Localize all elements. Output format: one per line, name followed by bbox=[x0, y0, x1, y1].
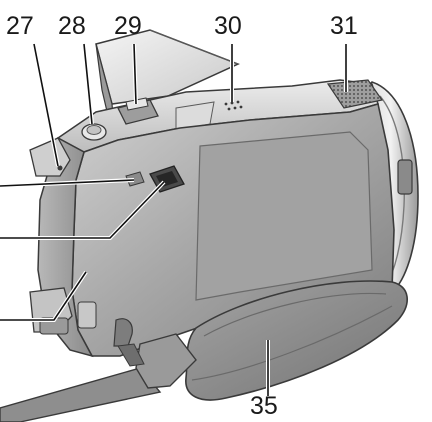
photo-shot-button bbox=[81, 123, 107, 141]
camera-body bbox=[29, 102, 395, 358]
callout-30: 30 bbox=[214, 12, 242, 40]
callout-28: 28 bbox=[58, 12, 86, 40]
mode-switch bbox=[125, 171, 145, 187]
microphone bbox=[326, 79, 384, 109]
callout-29: 29 bbox=[114, 12, 142, 40]
leader-left-upper bbox=[0, 179, 135, 187]
callout-labels: 27 28 29 30 31 35 bbox=[6, 12, 358, 420]
leader-left-middle bbox=[0, 181, 165, 239]
side-panel bbox=[195, 131, 373, 301]
callout-31: 31 bbox=[330, 12, 358, 40]
zoom-lever bbox=[117, 97, 159, 125]
strap-buckle bbox=[135, 333, 197, 389]
callout-35: 35 bbox=[250, 392, 278, 420]
lens-side-switch bbox=[397, 159, 413, 195]
status-indicator bbox=[57, 165, 63, 171]
strap-loop-left bbox=[77, 301, 97, 329]
strap-hook bbox=[113, 318, 133, 347]
lcd-monitor bbox=[95, 29, 240, 151]
leader-27 bbox=[33, 43, 59, 167]
shoulder-strap bbox=[0, 333, 197, 422]
leader-28 bbox=[83, 43, 93, 125]
leader-lines bbox=[0, 43, 348, 396]
callout-27: 27 bbox=[6, 12, 34, 40]
leader-left-lower bbox=[0, 271, 87, 321]
leader-29 bbox=[133, 43, 137, 105]
grip-belt bbox=[185, 280, 408, 401]
speaker bbox=[224, 100, 243, 111]
